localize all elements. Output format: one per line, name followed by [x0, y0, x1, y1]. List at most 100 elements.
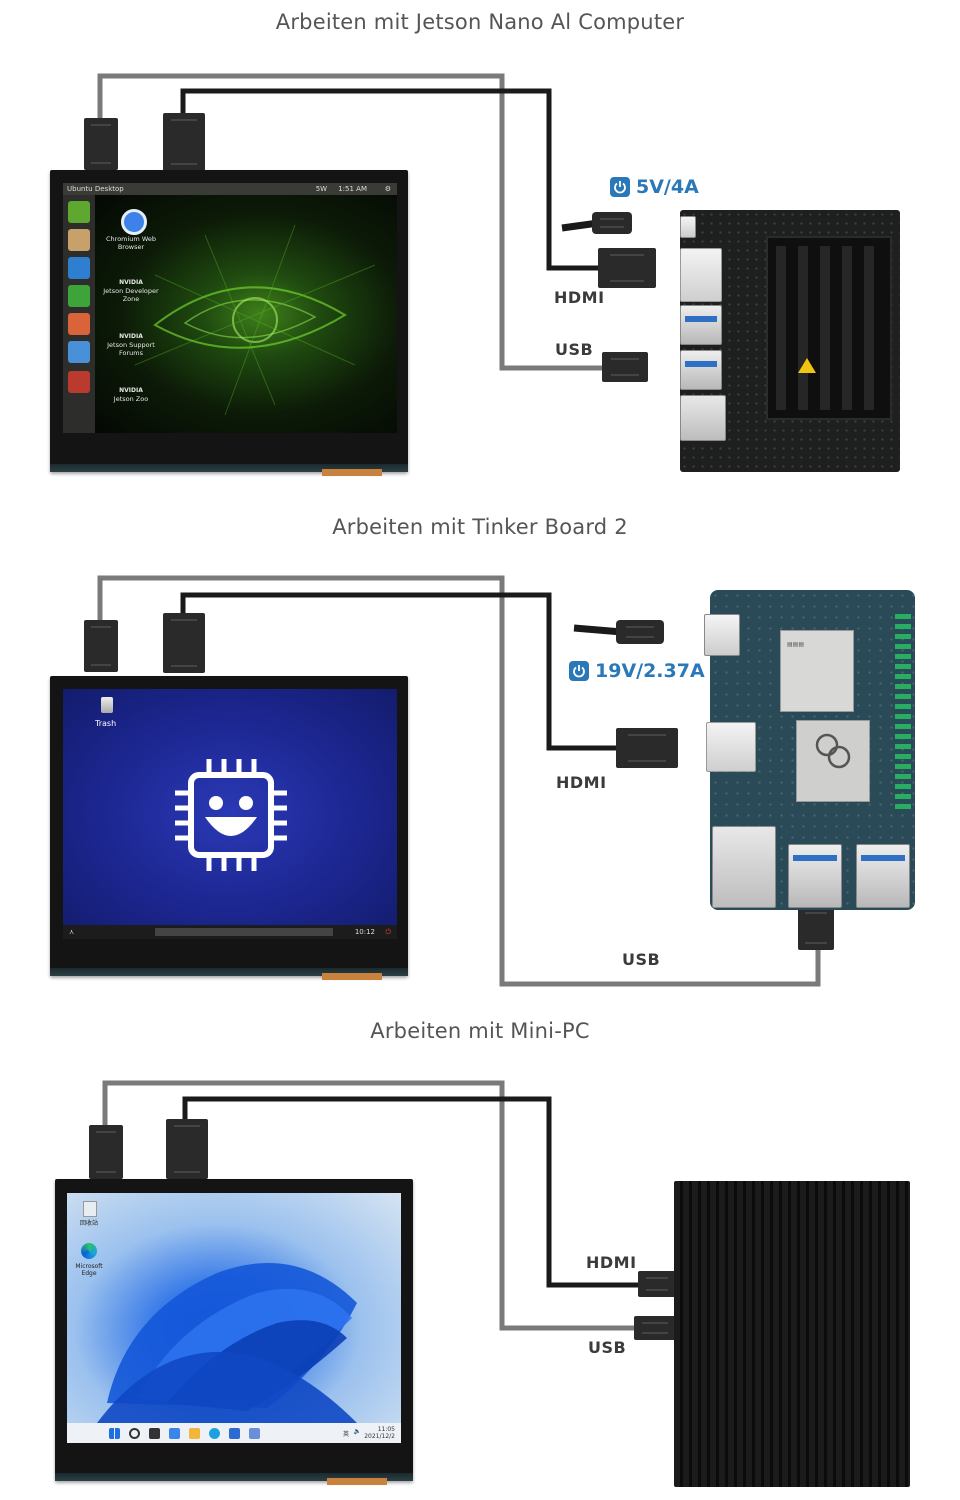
power-icon	[610, 177, 630, 197]
desktop-icon-chromium[interactable]: Chromium Web Browser	[106, 235, 156, 251]
taskbar-window-list[interactable]	[155, 928, 333, 936]
task-view-icon[interactable]	[149, 1428, 160, 1439]
explorer-icon[interactable]	[189, 1428, 200, 1439]
monitor-jetson: Ubuntu Desktop 5W 1:51 AM ⚙	[50, 170, 408, 476]
gear-icon[interactable]: ⚙	[384, 185, 391, 193]
volume-icon[interactable]: 🔈	[353, 1428, 361, 1435]
monitor-tinker: Trash ⋏ 10:12 ⏻	[50, 676, 408, 980]
widgets-icon[interactable]	[169, 1428, 180, 1439]
photos-icon[interactable]	[249, 1428, 260, 1439]
launcher-files-icon[interactable]	[68, 229, 90, 251]
ubuntu-launcher	[63, 195, 95, 433]
ethernet-port	[712, 826, 776, 908]
usb-label-minipc: USB	[588, 1338, 627, 1357]
hdmi-label-minipc: HDMI	[586, 1253, 637, 1272]
launcher-calc-icon[interactable]	[68, 285, 90, 307]
launcher-home-icon[interactable]	[68, 201, 90, 223]
cables-tinker	[97, 575, 821, 987]
windows-start-icon[interactable]	[109, 1428, 120, 1439]
edge-label: Microsoft Edge	[75, 1263, 103, 1277]
dc-jack-port	[680, 216, 696, 238]
ime-indicator[interactable]: 英	[342, 1431, 349, 1438]
warning-icon	[798, 358, 816, 373]
section-title-jetson: Arbeiten mit Jetson Nano Al Computer	[275, 10, 685, 34]
section-jetson: Arbeiten mit Jetson Nano Al Computer Ubu…	[0, 0, 960, 500]
power-off-icon[interactable]: ⏻	[385, 928, 391, 936]
gpio-header	[895, 614, 911, 814]
mini-pc	[674, 1181, 910, 1487]
usb-port-2	[856, 844, 910, 908]
jetson-nano-board	[680, 210, 900, 472]
tinker-clock: 10:12	[354, 928, 375, 936]
launcher-software-icon[interactable]	[68, 341, 90, 363]
launcher-writer-icon[interactable]	[68, 257, 90, 279]
tinker-board-2: ▤▤▤	[704, 590, 915, 910]
usb-label-tinker: USB	[622, 950, 661, 969]
usb-port-1	[788, 844, 842, 908]
dc-plug-tinker	[616, 620, 664, 644]
windows-taskbar: 英 🔈 11:05 2021/12/2	[67, 1423, 401, 1443]
launcher-impress-icon[interactable]	[68, 313, 90, 335]
usb-c-plug	[89, 1125, 123, 1179]
desktop-icon-support-forums[interactable]: NVIDIA Jetson Support Forums	[107, 333, 155, 357]
hdmi-plug-board-jetson	[598, 248, 656, 288]
usb-plug-board-jetson	[602, 352, 648, 382]
edge-icon[interactable]	[81, 1243, 97, 1259]
hdmi-label-jetson: HDMI	[554, 288, 605, 307]
section-title-tinker: Arbeiten mit Tinker Board 2	[332, 515, 628, 539]
chromium-icon[interactable]	[121, 209, 147, 235]
edge-taskbar-icon[interactable]	[209, 1428, 220, 1439]
usb-plug-board-minipc	[634, 1316, 676, 1340]
ethernet-port	[680, 395, 726, 441]
usb-port-2	[680, 350, 722, 390]
usb-c-plug	[84, 118, 118, 170]
dc-plug-jetson	[592, 212, 632, 234]
hdmi-label-tinker: HDMI	[556, 773, 607, 792]
hdmi-plug-board-tinker	[616, 728, 678, 768]
usb-port-1	[680, 305, 722, 345]
ubuntu-bar-time: 1:51 AM	[338, 185, 367, 193]
desktop-icon-jetson-zoo[interactable]: NVIDIA Jetson Zoo	[113, 387, 149, 403]
screen-ubuntu: Ubuntu Desktop 5W 1:51 AM ⚙	[63, 183, 397, 433]
ubuntu-wallpaper	[95, 195, 397, 433]
usb-c-plug	[84, 620, 118, 672]
nvidia-eye-wallpaper-icon	[134, 224, 376, 416]
windows-bloom-icon	[97, 1263, 357, 1423]
usb-label-jetson: USB	[555, 340, 594, 359]
recycle-bin-label: 回收站	[79, 1220, 98, 1227]
desktop-icon-dev-zone[interactable]: NVIDIA Jetson Developer Zone	[103, 279, 159, 303]
fpc-connector	[322, 973, 382, 980]
ubuntu-bar-title: Ubuntu Desktop	[67, 185, 124, 193]
hdmi-plug-board-minipc	[638, 1271, 676, 1297]
section-minipc: Arbeiten mit Mini-PC 回收站 Microsoft Edge	[0, 1005, 960, 1500]
ubuntu-top-bar: Ubuntu Desktop 5W 1:51 AM ⚙	[63, 183, 397, 195]
power-label-tinker: 19V/2.37A	[569, 660, 705, 682]
search-icon[interactable]	[129, 1428, 140, 1439]
soc-logo-icon	[815, 733, 851, 769]
store-icon[interactable]	[229, 1428, 240, 1439]
fpc-connector	[322, 469, 382, 476]
trash-icon[interactable]	[101, 697, 113, 713]
wifi-module: ▤▤▤	[780, 630, 854, 712]
heatsink	[766, 236, 892, 420]
hdmi-plug	[163, 613, 205, 673]
hdmi-port-tinker	[706, 722, 756, 772]
section-title-minipc: Arbeiten mit Mini-PC	[370, 1019, 590, 1043]
hdmi-port-jetson	[680, 248, 722, 302]
tinker-wallpaper	[63, 689, 397, 939]
section-tinker: Arbeiten mit Tinker Board 2 Trash	[0, 500, 960, 1005]
dc-jack-port	[704, 614, 740, 656]
soc-chip	[796, 720, 870, 802]
usb-plug-board-tinker	[798, 906, 834, 950]
recycle-bin-icon[interactable]	[83, 1201, 97, 1217]
ubuntu-bar-status: 5W	[315, 185, 328, 193]
screen-tinker-os: Trash ⋏ 10:12 ⏻	[63, 689, 397, 939]
hdmi-plug	[163, 113, 205, 171]
start-menu-icon[interactable]: ⋏	[69, 928, 75, 936]
launcher-settings-icon[interactable]	[68, 371, 90, 393]
cables-minipc	[102, 1080, 640, 1331]
tinker-taskbar: ⋏ 10:12 ⏻	[63, 925, 397, 939]
trash-label: Trash	[95, 719, 117, 728]
windows-clock[interactable]: 11:05 2021/12/2	[364, 1426, 395, 1440]
tinker-chip-logo-icon	[175, 759, 287, 871]
